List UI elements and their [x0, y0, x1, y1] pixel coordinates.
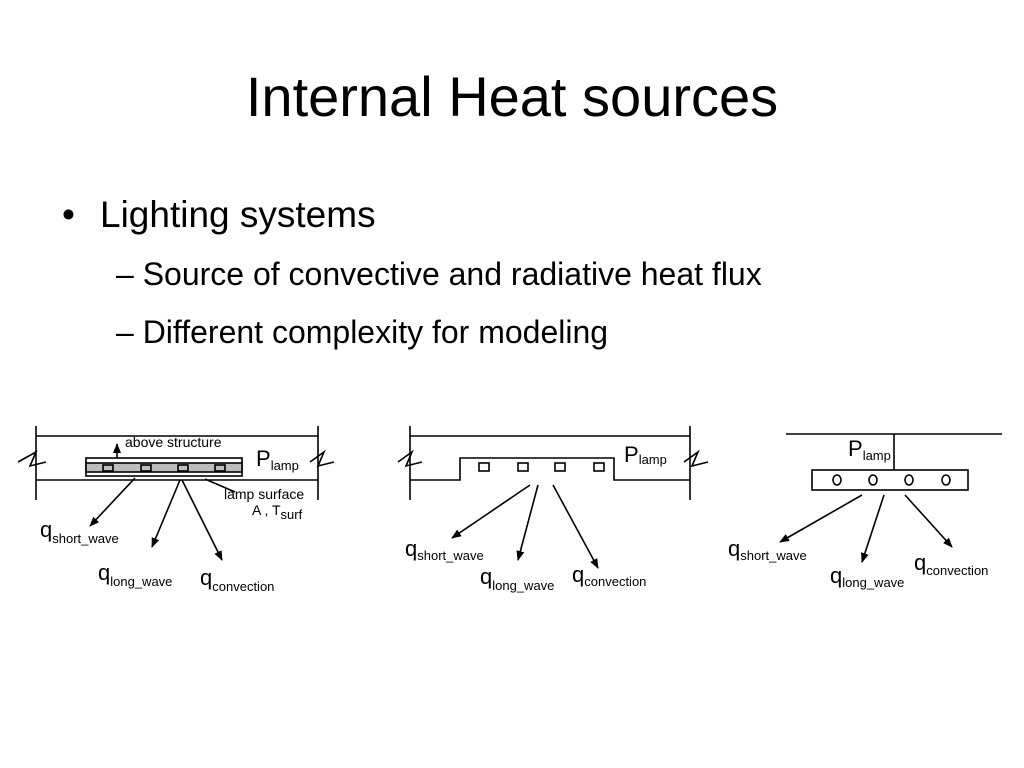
lamp-element-2 — [868, 474, 878, 486]
lamp-element-3 — [554, 462, 566, 472]
p-lamp-label-3: Plamp — [848, 436, 891, 463]
lamp-element-1 — [478, 462, 490, 472]
sub-item-complexity: – Different complexity for modeling — [116, 314, 609, 350]
lamp-element-1 — [832, 474, 842, 486]
lamp-element-3 — [177, 464, 189, 472]
arrow-convection — [181, 479, 223, 561]
arrow-short-wave — [89, 477, 136, 527]
lamp-surface-label: lamp surface — [224, 486, 304, 502]
diagram-suspended-lamp — [779, 433, 1002, 563]
sub-item-heat-flux: – Source of convective and radiative hea… — [116, 256, 762, 292]
area-temperature-label: A , Tsurf — [252, 502, 303, 522]
arrow-long-wave — [516, 484, 539, 561]
arrow-long-wave — [861, 494, 885, 563]
lamp-tube — [85, 462, 243, 473]
above-structure-label: above structure — [125, 434, 222, 450]
q-convection-label-2: qconvection — [572, 562, 646, 589]
lamp-surface-leader — [204, 478, 236, 493]
p-lamp-label-2: Plamp — [624, 442, 667, 467]
lamp-element-4 — [593, 462, 605, 472]
q-long-wave-label-3: qlong_wave — [830, 563, 904, 590]
arrow-convection — [904, 494, 953, 548]
q-short-wave-label-2: qshort_wave — [405, 536, 484, 563]
arrow-short-wave — [779, 494, 863, 543]
break-mark-right — [309, 449, 335, 468]
q-short-wave-label-3: qshort_wave — [728, 536, 807, 563]
arrow-short-wave — [451, 484, 531, 539]
bullet-lighting-systems: • Lighting systems — [62, 192, 376, 238]
q-long-wave-label-1: qlong_wave — [98, 560, 172, 589]
ceiling-with-lamp-profile — [410, 457, 690, 481]
arrow-convection — [552, 484, 599, 569]
lamp-housing — [811, 469, 969, 491]
arrow-long-wave — [151, 479, 181, 548]
lamp-element-2 — [140, 464, 152, 472]
lamp-element-4 — [941, 474, 951, 486]
q-short-wave-label-1: qshort_wave — [40, 517, 119, 546]
lamp-element-1 — [102, 464, 114, 472]
lamp-element-3 — [904, 474, 914, 486]
p-lamp-label-1: Plamp — [256, 446, 299, 473]
bullet-dot: • — [62, 194, 75, 235]
diagram-recessed-lamp — [17, 426, 335, 561]
q-convection-label-1: qconvection — [200, 565, 274, 594]
q-long-wave-label-2: qlong_wave — [480, 564, 554, 593]
bullet-text: Lighting systems — [100, 194, 376, 235]
break-mark-left — [397, 449, 423, 468]
diagram-surface-lamp — [397, 426, 709, 569]
slide-title: Internal Heat sources — [245, 65, 779, 128]
break-mark-right — [683, 449, 709, 468]
lamp-element-2 — [517, 462, 529, 472]
break-mark-left — [17, 450, 47, 468]
q-convection-label-3: qconvection — [914, 550, 988, 578]
lamp-element-4 — [214, 464, 226, 472]
